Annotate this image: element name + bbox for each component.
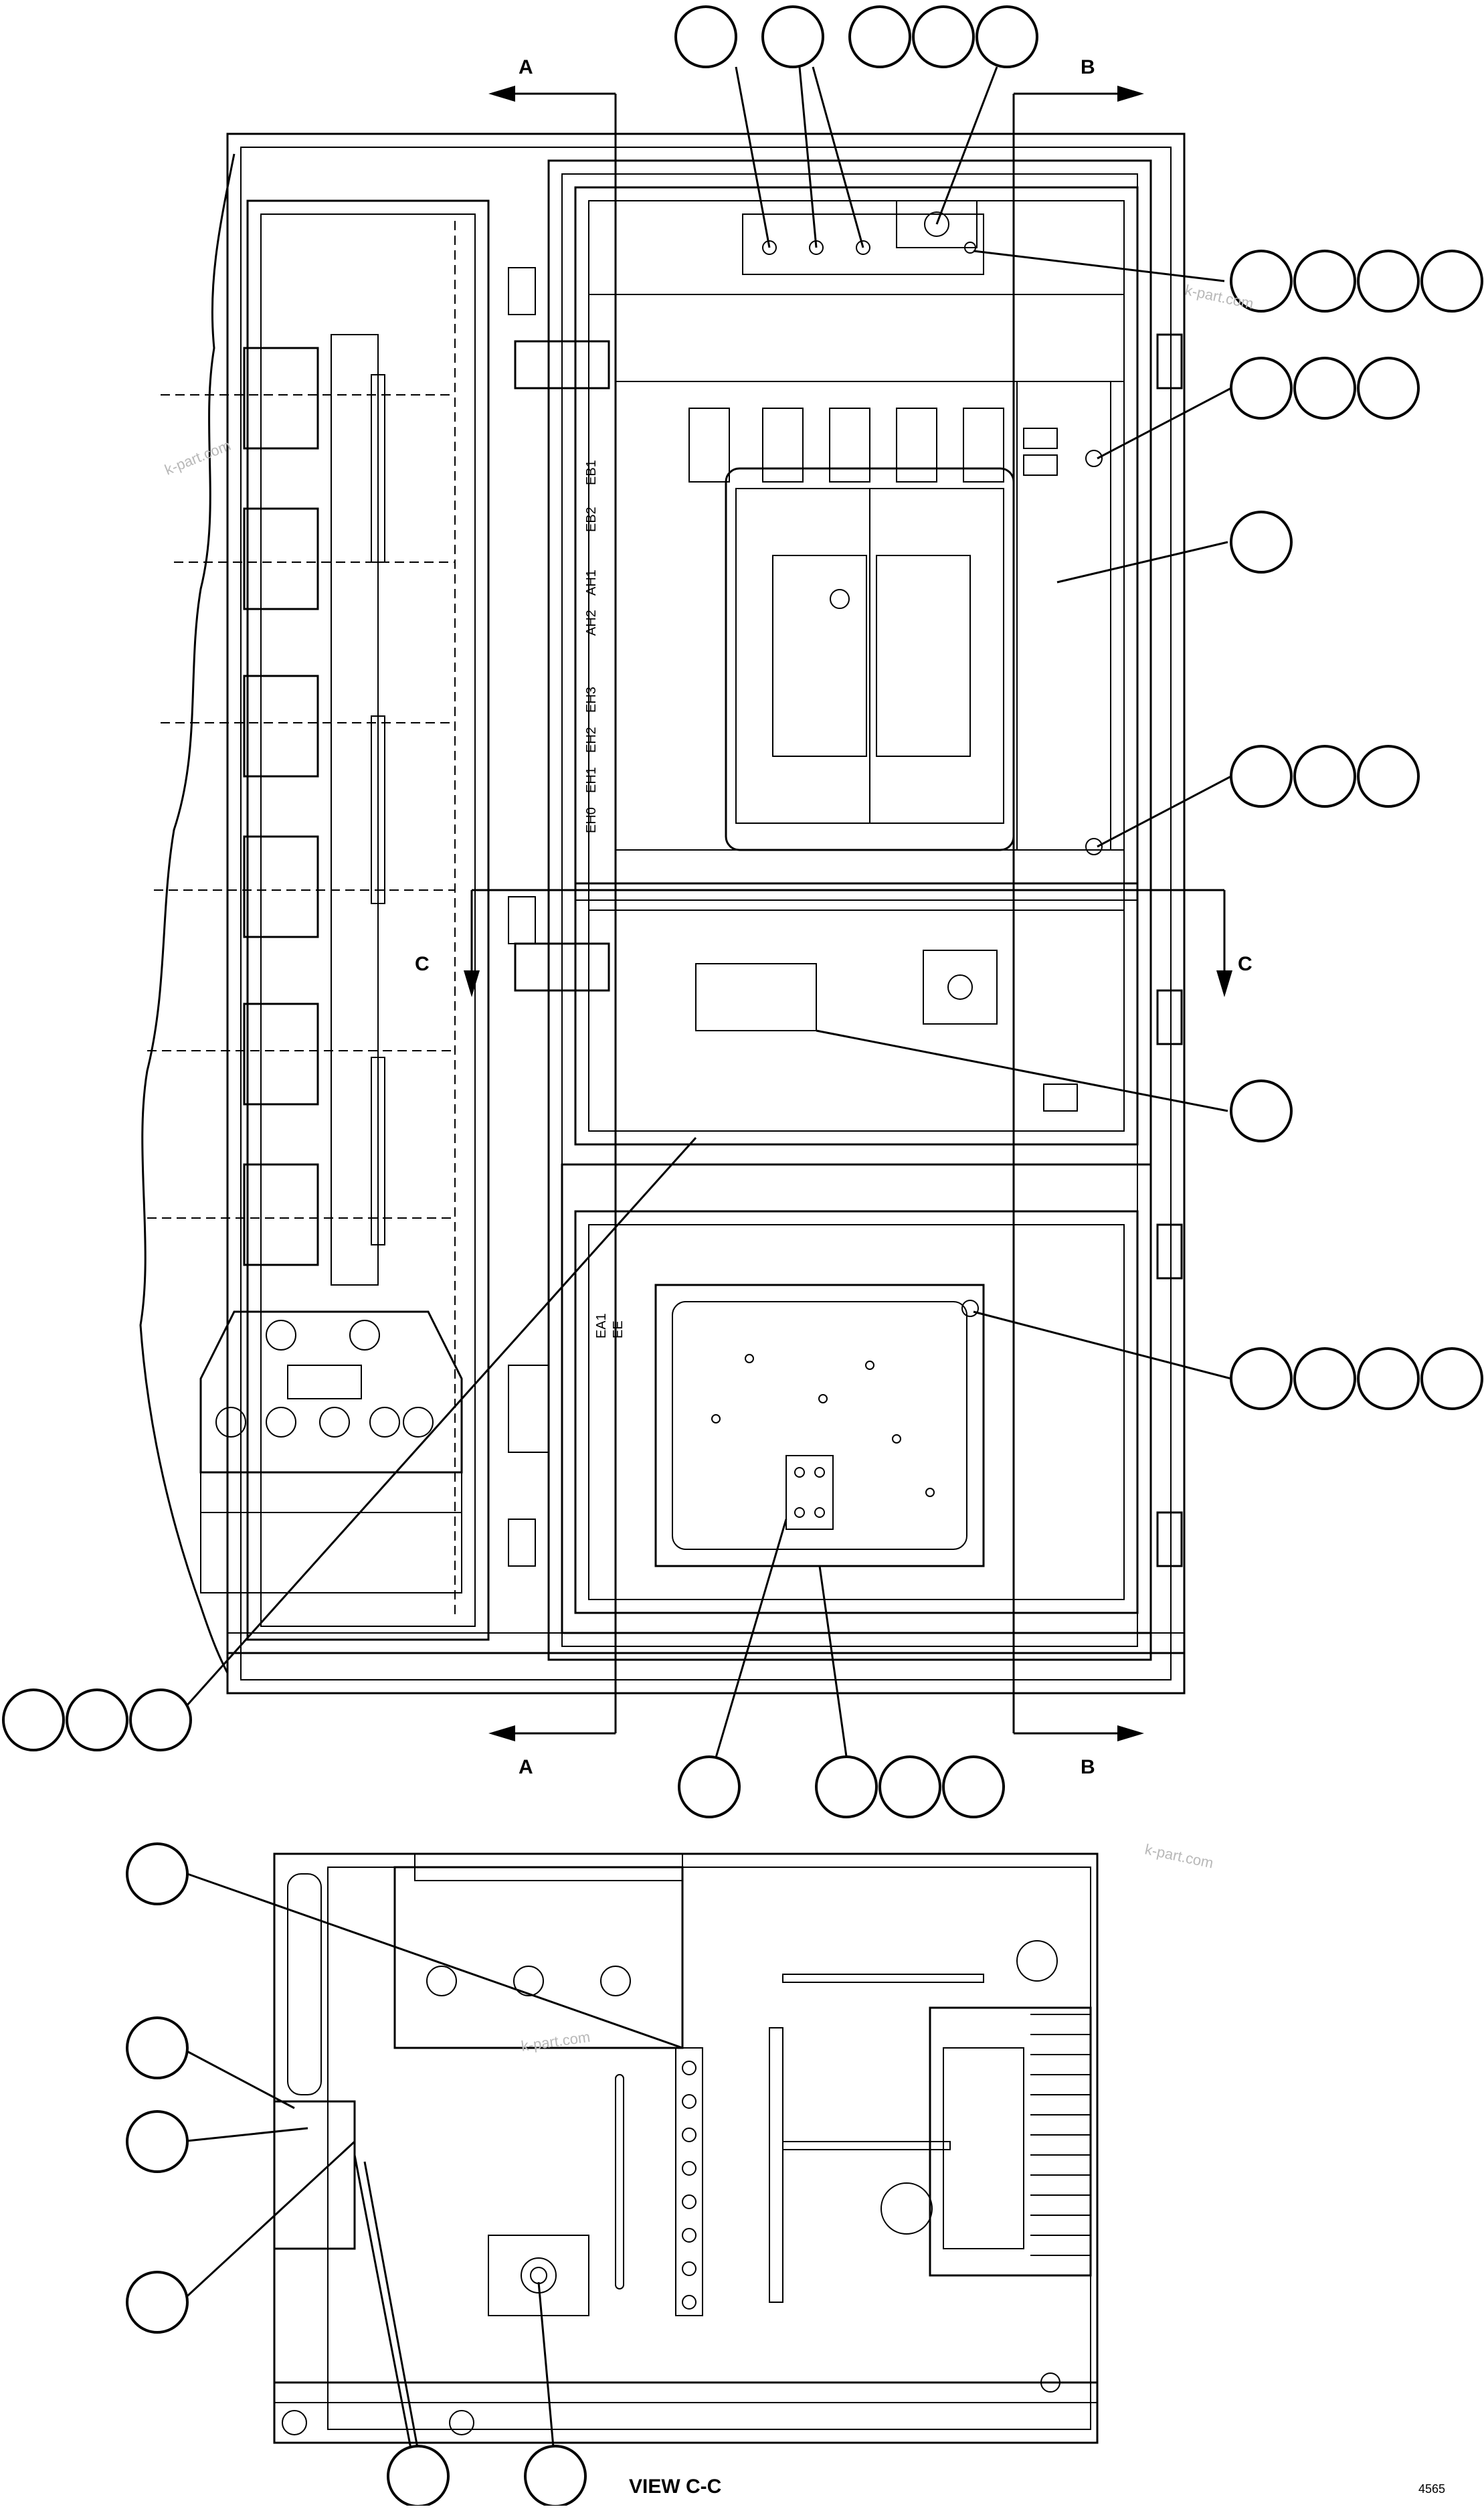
lower-label-2: EE xyxy=(611,1320,626,1338)
section-a-bottom-label: A xyxy=(519,1756,533,1778)
terminal-label-6: EH2 xyxy=(584,727,599,753)
view-title: VIEW C-C xyxy=(629,2476,721,2498)
terminal-label-7: EH1 xyxy=(584,767,599,793)
terminal-label-1: EB1 xyxy=(584,460,599,485)
terminal-labels: EB1 EB2 AH1 AH2 EH3 EH2 EH1 EH0 xyxy=(584,460,599,833)
terminal-label-8: EH0 xyxy=(584,807,599,833)
drawing-id: 4565 xyxy=(1418,2482,1445,2496)
breaker-block xyxy=(199,1310,463,1593)
terminal-label-4: AH2 xyxy=(584,610,599,636)
section-lines: A A B B C C xyxy=(415,56,1253,1778)
mounting-plate xyxy=(654,1284,985,1567)
terminal-label-5: EH3 xyxy=(584,687,599,713)
section-b-top-label: B xyxy=(1081,56,1095,78)
break-edge xyxy=(139,153,236,1674)
cabinet-outline xyxy=(226,133,1186,1695)
upper-view: EB1 EB2 AH1 AH2 EH3 EH2 EH1 EH0 xyxy=(139,133,1186,1695)
left-rack-modules xyxy=(243,334,385,1286)
terminal-label-2: EB2 xyxy=(584,507,599,532)
terminal-strip xyxy=(615,2047,703,2316)
callouts xyxy=(2,5,1483,2508)
lower-label-1: EA1 xyxy=(594,1313,609,1338)
watermark-3: k-part.com xyxy=(1143,1840,1215,1871)
power-module xyxy=(725,467,1015,851)
terminal-label-3: AH1 xyxy=(584,570,599,596)
section-c-left-label: C xyxy=(415,953,430,975)
section-b-bottom-label: B xyxy=(1081,1756,1095,1778)
section-a-top-label: A xyxy=(519,56,533,78)
section-c-right-label: C xyxy=(1238,953,1253,975)
heatsink-assembly xyxy=(880,2006,1092,2277)
watermark-4: k-part.com xyxy=(520,2028,591,2055)
view-cc: VIEW C-C 4565 xyxy=(273,1852,1445,2498)
watermark-2: k-part.com xyxy=(163,437,234,479)
